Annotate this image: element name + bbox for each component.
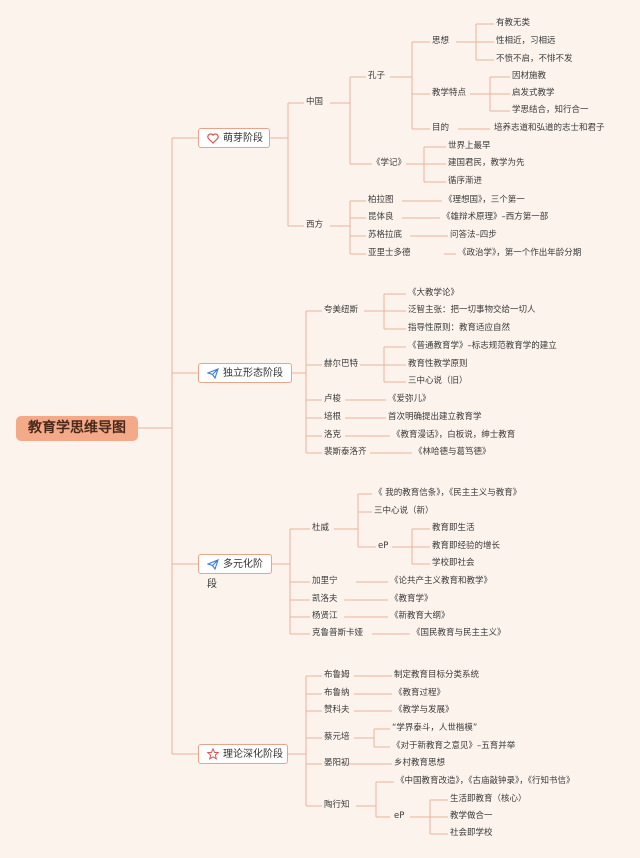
node-yincai: 因材施教 bbox=[512, 71, 547, 81]
paper-plane-icon bbox=[206, 367, 219, 379]
node-zuizao: 世界上最早 bbox=[448, 141, 491, 151]
node-jianguo: 建国君民，教学为先 bbox=[448, 158, 525, 168]
node-taidou: “学界泰斗，人世楷模” bbox=[392, 723, 478, 733]
node-shenghuo: 教育即生活 bbox=[432, 523, 475, 533]
node-xintiao: 《 我的教育信条》，《民主主义与教育》 bbox=[374, 488, 522, 498]
node-shouci: 首次明确提出建立教育学 bbox=[388, 412, 482, 422]
node-guomin: 《国民教育与民主主义》 bbox=[412, 628, 506, 638]
node-xueji: 《学记》 bbox=[372, 158, 407, 168]
node-fazhan: 《教学与发展》 bbox=[394, 705, 454, 715]
node-zhongguo: 中国 bbox=[306, 97, 324, 107]
node-putong: 《普通教育学》–标志规范教育学的建立 bbox=[408, 341, 557, 351]
stage-duoyuan[interactable]: 多元化阶段 bbox=[198, 554, 272, 590]
star-icon bbox=[206, 747, 220, 760]
stage-label: 萌芽阶段 bbox=[223, 133, 263, 144]
node-dajiao: 《大教学论》 bbox=[408, 288, 460, 298]
node-gongchan: 《论共产主义教育和教学》 bbox=[390, 576, 493, 586]
node-kongzi: 孔子 bbox=[368, 71, 386, 81]
node-jialaning: 加里宁 bbox=[312, 576, 338, 586]
node-xingxiang: 性相近，习相远 bbox=[496, 36, 556, 46]
node-gaizao: 《中国教育改造》，《古庙敲钟录》，《行知书信》 bbox=[396, 776, 575, 786]
node-yali: 亚里士多德 bbox=[368, 248, 411, 258]
node-suge: 苏格拉底 bbox=[368, 230, 403, 240]
node-jiaoyuxing: 教育性教学原则 bbox=[408, 359, 468, 369]
node-jiaoyuxue: 《教育学》 bbox=[390, 594, 433, 604]
node-jingyan: 教育即经验的增长 bbox=[432, 541, 501, 551]
node-xunxu: 循序渐进 bbox=[448, 176, 483, 186]
heart-icon bbox=[207, 132, 219, 144]
node-shehui: 学校即社会 bbox=[432, 558, 475, 568]
node-shjy: 生活即教育（核心） bbox=[450, 794, 527, 804]
node-peiyang: 培养志道和弘道的志士和君子 bbox=[494, 123, 605, 133]
node-mudi: 目的 bbox=[432, 123, 450, 133]
node-yangxian: 杨贤江 bbox=[312, 611, 338, 621]
node-wenda: 问答法–四步 bbox=[450, 230, 497, 240]
node-bufen: 不愤不启，不悱不发 bbox=[496, 54, 573, 64]
node-peisi: 裴斯泰洛齐 bbox=[324, 447, 367, 457]
node-manhua: 《教育漫话》，白板说，绅士教育 bbox=[392, 430, 516, 440]
node-kuamei: 夸美纽斯 bbox=[324, 305, 359, 315]
node-duwei: 杜威 bbox=[312, 523, 330, 533]
node-yijian: 《对于新教育之意见》–五育并举 bbox=[392, 741, 516, 751]
node-qifa: 启发式教学 bbox=[512, 88, 555, 98]
node-zhengzhi: 《政治学》，第一个作出年龄分期 bbox=[458, 248, 582, 258]
stage-lilun[interactable]: 理论深化阶段 bbox=[198, 744, 288, 764]
node-linha: 《林哈德与葛笃德》 bbox=[414, 447, 491, 457]
node-kelu: 克鲁普斯卡娅 bbox=[312, 628, 364, 638]
node-zanke: 赞科夫 bbox=[324, 705, 350, 715]
node-yanyang: 晏阳初 bbox=[324, 758, 350, 768]
node-caiyuan: 蔡元培 bbox=[324, 732, 350, 742]
root-title: 教育学思维导图 bbox=[16, 416, 138, 441]
stage-duli[interactable]: 独立形态阶段 bbox=[198, 363, 292, 383]
node-zhidao: 指导性原则：教育适应自然 bbox=[408, 323, 511, 333]
node-buluming: 布鲁姆 bbox=[324, 670, 350, 680]
node-fanzhi: 泛智主张：把一切事物交给一切人 bbox=[408, 305, 536, 315]
node-jiaoxue: 教学特点 bbox=[432, 88, 467, 98]
node-luoke: 洛克 bbox=[324, 430, 342, 440]
node-bolatu: 柏拉图 bbox=[368, 195, 394, 205]
node-xiangcun: 乡村教育思想 bbox=[394, 758, 446, 768]
node-shehuixue: 社会即学校 bbox=[450, 828, 493, 838]
node-xiongbian: 《雄辩术原理》–西方第一部 bbox=[442, 212, 549, 222]
node-sanzhongxin: 三中心说（新） bbox=[374, 506, 434, 516]
node-fenlei: 制定教育目标分类系统 bbox=[394, 670, 480, 680]
stage-label: 多元化阶段 bbox=[207, 559, 263, 590]
node-xindagang: 《新教育大纲》 bbox=[390, 611, 450, 621]
node-xuesi: 学思结合，知行合一 bbox=[512, 105, 589, 115]
paper-plane-icon bbox=[206, 558, 219, 570]
node-sixiang: 思想 bbox=[432, 36, 450, 46]
node-heer: 赫尔巴特 bbox=[324, 359, 359, 369]
node-peigen: 培根 bbox=[324, 412, 342, 422]
stage-label: 独立形态阶段 bbox=[223, 368, 283, 379]
node-sanzhongjiu: 三中心说（旧） bbox=[408, 376, 468, 386]
node-youjiao: 有教无类 bbox=[496, 18, 531, 28]
node-kunti: 昆体良 bbox=[368, 212, 394, 222]
stage-label: 理论深化阶段 bbox=[223, 749, 283, 760]
node-ep: eP bbox=[378, 541, 389, 551]
node-lixiangguo: 《理想国》，三个第一 bbox=[444, 195, 525, 205]
node-kailuo: 凯洛夫 bbox=[312, 594, 338, 604]
node-xifang: 西方 bbox=[306, 220, 324, 230]
node-taoxing: 陶行知 bbox=[324, 800, 350, 810]
node-ep2: eP bbox=[394, 811, 405, 821]
node-jiaoxuezuo: 教学做合一 bbox=[450, 811, 493, 821]
stage-mengya[interactable]: 萌芽阶段 bbox=[198, 128, 270, 148]
node-bulu: 布鲁纳 bbox=[324, 688, 350, 698]
node-lusuo: 卢梭 bbox=[324, 394, 342, 404]
node-guocheng: 《教育过程》 bbox=[394, 688, 446, 698]
node-aimi: 《爱弥儿》 bbox=[388, 394, 431, 404]
